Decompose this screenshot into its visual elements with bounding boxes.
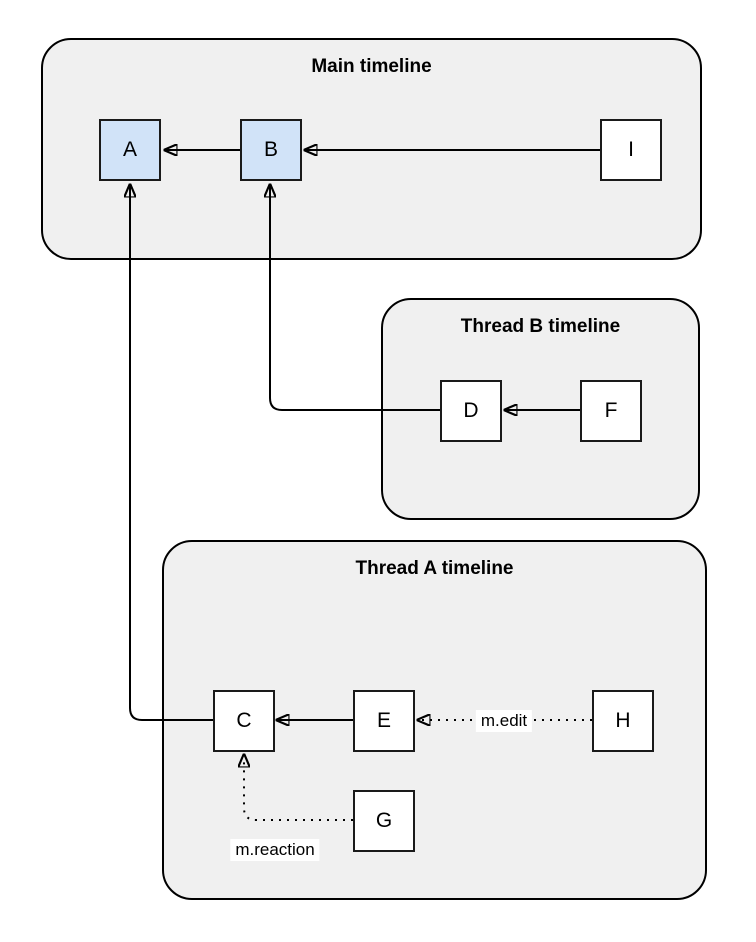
thread-b-timeline-title: Thread B timeline (460, 316, 621, 337)
node-a-label: A (122, 138, 137, 161)
node-g: G (353, 790, 415, 852)
edge-label-m-edit: m.edit (475, 710, 533, 732)
node-i: I (600, 119, 662, 181)
node-e: E (353, 690, 415, 752)
node-d-label: D (463, 399, 479, 422)
main-timeline-title: Main timeline (311, 56, 432, 77)
node-f: F (580, 380, 642, 442)
node-c-label: C (236, 709, 252, 732)
container-thread-b-timeline: Thread B timeline (381, 298, 700, 520)
node-c: C (213, 690, 275, 752)
thread-a-timeline-title: Thread A timeline (355, 558, 514, 579)
node-h-label: H (615, 709, 631, 732)
node-i-label: I (628, 138, 634, 161)
node-g-label: G (375, 809, 393, 832)
node-b-label: B (263, 138, 278, 161)
edge-label-m-reaction: m.reaction (230, 839, 320, 861)
node-d: D (440, 380, 502, 442)
node-b: B (240, 119, 302, 181)
node-f-label: F (604, 399, 618, 422)
node-e-label: E (376, 709, 391, 732)
node-h: H (592, 690, 654, 752)
node-a: A (99, 119, 161, 181)
